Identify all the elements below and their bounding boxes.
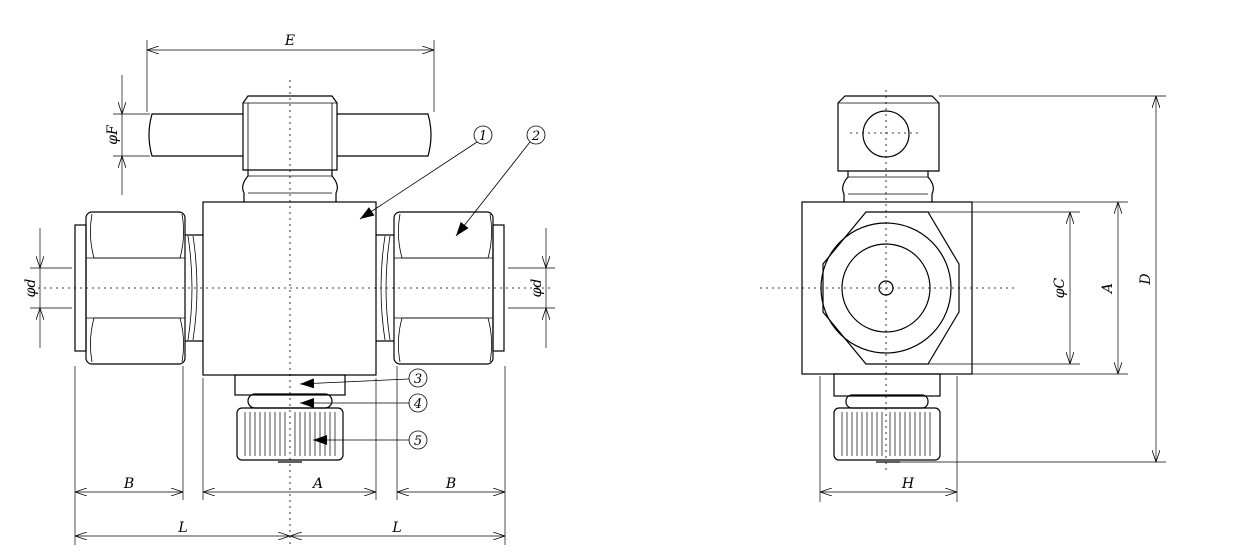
dimension-E: E — [146, 33, 435, 112]
callout-1-number: 1 — [479, 129, 487, 144]
side-bore — [878, 280, 894, 296]
dim-label-E: E — [284, 33, 295, 49]
callout-3: 3 — [299, 368, 428, 389]
side-nut-inner-circle — [841, 243, 931, 333]
front-view: E φF φd φd — [23, 33, 555, 545]
side-nut-outer-circle — [820, 222, 952, 354]
side-bonnet-assembly — [833, 373, 941, 463]
dim-label-A-side: A — [1100, 283, 1116, 295]
dimension-H: H — [819, 376, 958, 502]
dimension-B-right: B — [397, 476, 505, 492]
callout-5-number: 5 — [414, 434, 422, 449]
dim-label-L-left: L — [177, 520, 187, 536]
callout-4-number: 4 — [413, 397, 422, 412]
dimension-A-front: A — [203, 476, 376, 492]
side-hex-nut — [822, 211, 960, 365]
dimension-phid-right: φd — [508, 228, 555, 348]
callout-2-number: 2 — [531, 129, 540, 144]
dim-label-phiF: φF — [105, 124, 121, 145]
dim-label-phiC: φC — [1052, 277, 1068, 298]
callout-2: 2 — [455, 125, 546, 237]
callout-4: 4 — [300, 393, 428, 413]
right-thread-neck — [376, 234, 394, 342]
dimension-L-left: L — [75, 520, 290, 536]
bonnet-assembly — [234, 374, 346, 463]
dimension-phiC: φC — [928, 211, 1080, 365]
right-fitting-nut — [393, 211, 505, 365]
dim-label-phid-right: φd — [529, 279, 545, 298]
dimension-A-side: A — [972, 201, 1128, 375]
left-fitting-nut — [74, 211, 186, 365]
side-view: φC A D H — [760, 90, 1166, 502]
dim-label-B-right: B — [445, 476, 456, 492]
dim-label-L-right: L — [391, 520, 401, 536]
dimension-phiF: φF — [105, 75, 150, 195]
dim-label-H: H — [901, 476, 915, 492]
callout-3-number: 3 — [414, 372, 422, 387]
dimension-phid-left: φd — [23, 228, 72, 348]
valve-body — [202, 201, 377, 376]
dim-label-phid-left: φd — [23, 279, 39, 298]
handle — [148, 95, 432, 202]
knob-knurling — [244, 412, 336, 456]
dim-label-A-front: A — [311, 476, 323, 492]
dimension-L-right: L — [290, 520, 505, 536]
side-handle — [837, 95, 940, 202]
dimension-D: D — [900, 95, 1166, 463]
callout-5: 5 — [313, 430, 428, 450]
dimension-B-left: B — [75, 476, 183, 492]
left-thread-neck — [185, 234, 203, 342]
extension-lines-bottom — [74, 366, 506, 545]
dim-label-B-left: B — [123, 476, 134, 492]
dim-label-D: D — [1138, 273, 1154, 285]
callout-1: 1 — [359, 125, 493, 220]
